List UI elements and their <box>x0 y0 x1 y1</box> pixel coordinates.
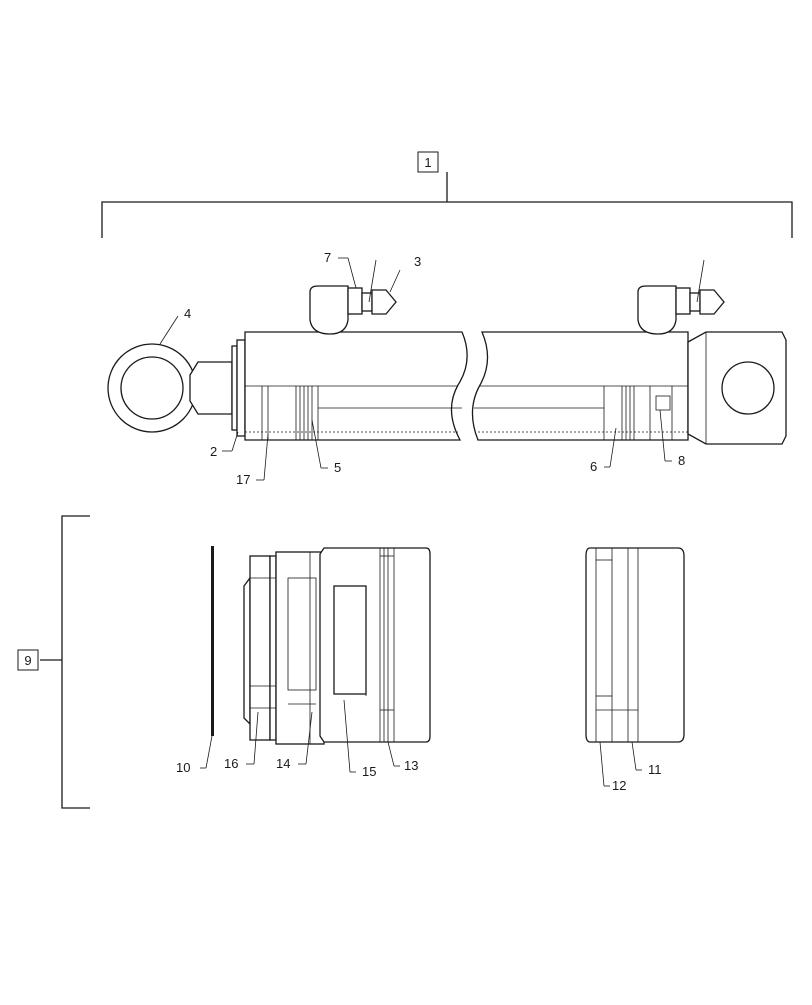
gland-seal-group <box>243 547 431 745</box>
callout-2: 2 <box>210 444 217 459</box>
callout-15: 15 <box>362 764 376 779</box>
seal-kit-bracket-9 <box>17 515 90 809</box>
callout-3: 3 <box>414 254 421 269</box>
callout-7: 7 <box>324 250 331 265</box>
callout-14: 14 <box>276 756 290 771</box>
wear-strip-10 <box>211 546 214 736</box>
callout-9: 9 <box>24 653 31 668</box>
callout-4: 4 <box>184 306 191 321</box>
callout-17: 17 <box>236 472 250 487</box>
leader-lines-seal-kit <box>200 699 642 787</box>
callout-6: 6 <box>590 459 597 474</box>
callout-1: 1 <box>424 155 431 170</box>
head-end-pin-hole <box>721 361 775 415</box>
cylinder-assembly <box>107 259 787 445</box>
assembly-bracket-1 <box>101 151 793 238</box>
leader-lines-cylinder <box>159 257 672 481</box>
piston-seal-group <box>585 547 685 743</box>
callout-5: 5 <box>334 460 341 475</box>
callout-8: 8 <box>678 453 685 468</box>
head-end-cap <box>687 331 787 445</box>
callout-12: 12 <box>612 778 626 793</box>
callout-10: 10 <box>176 760 190 775</box>
callout-13: 13 <box>404 758 418 773</box>
callout-11: 11 <box>648 762 662 777</box>
callout-16: 16 <box>224 756 238 771</box>
